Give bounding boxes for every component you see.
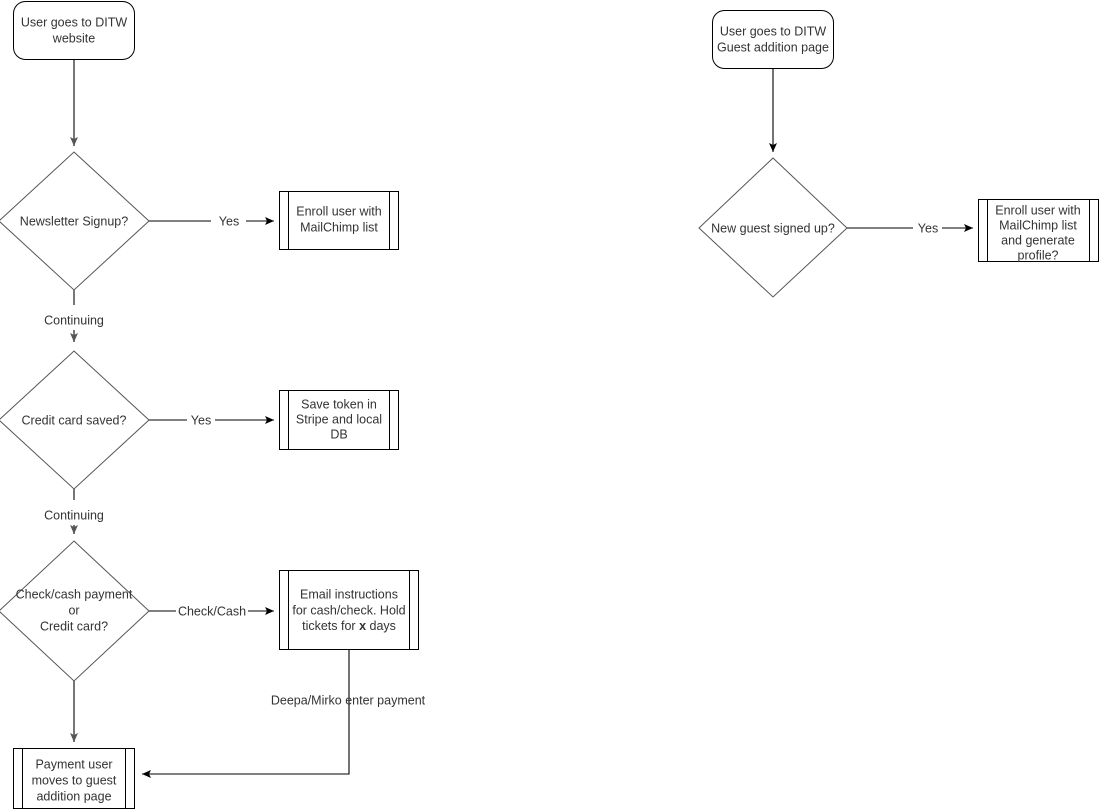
email-instructions-line2: for cash/check. Hold xyxy=(292,603,405,617)
start-guest-page-line1: User goes to DITW xyxy=(720,24,826,38)
node-payment-type-decision[interactable]: Check/cash payment or Credit card? xyxy=(0,540,150,682)
new-guest-decision-shape xyxy=(698,157,848,298)
payment-type-line2: or xyxy=(68,603,79,617)
enroll-profile-line1: Enroll user with xyxy=(995,203,1080,217)
payment-type-line3: Credit card? xyxy=(40,619,108,633)
start-website-line1: User goes to DITW xyxy=(21,15,127,29)
email-instructions-line3-prefix: tickets for xyxy=(302,619,359,633)
node-enroll-mailchimp-profile[interactable]: Enroll user with MailChimp list and gene… xyxy=(978,199,1099,263)
save-token-line3: DB xyxy=(330,427,347,441)
edge-label-credit-card-yes: Yes xyxy=(191,413,211,427)
node-save-token[interactable]: Save token in Stripe and local DB xyxy=(279,390,399,450)
email-instructions-line3-suffix: days xyxy=(366,619,396,633)
node-start-guest-page[interactable]: User goes to DITW Guest addition page xyxy=(712,10,834,69)
newsletter-decision-label: Newsletter Signup? xyxy=(20,214,128,228)
edge-label-credit-card-continuing: Continuing xyxy=(44,508,104,522)
enroll-mailchimp-shape xyxy=(279,191,399,250)
email-instructions-line3-bold: x xyxy=(359,619,366,633)
payment-type-line1: Check/cash payment xyxy=(16,587,133,601)
email-instructions-line3: tickets for x days xyxy=(302,619,396,633)
save-token-shape xyxy=(279,390,399,450)
start-guest-page-shape xyxy=(712,10,834,69)
start-website-shape xyxy=(13,1,135,60)
node-payment-user-moves[interactable]: Payment user moves to guest addition pag… xyxy=(13,748,135,809)
enroll-mailchimp-line1: Enroll user with xyxy=(296,204,381,218)
node-credit-card-decision[interactable]: Credit card saved? xyxy=(0,350,150,490)
node-enroll-mailchimp[interactable]: Enroll user with MailChimp list xyxy=(279,191,399,250)
edge-label-check-cash: Check/Cash xyxy=(178,604,246,618)
edge-deepa-mirko-path xyxy=(142,650,350,778)
payment-user-line1: Payment user xyxy=(35,757,112,771)
node-newsletter-decision[interactable]: Newsletter Signup? xyxy=(0,151,150,291)
credit-card-decision-label: Credit card saved? xyxy=(22,413,127,427)
edge-label-new-guest-yes: Yes xyxy=(918,221,938,235)
new-guest-decision-label: New guest signed up? xyxy=(711,221,835,235)
enroll-profile-line3: and generate xyxy=(1001,233,1075,247)
payment-user-line2: moves to guest xyxy=(32,773,117,787)
enroll-mailchimp-line2: MailChimp list xyxy=(300,220,378,234)
node-email-instructions[interactable]: Email instructions for cash/check. Hold … xyxy=(279,570,419,650)
start-guest-page-line2: Guest addition page xyxy=(717,40,829,54)
save-token-line1: Save token in xyxy=(301,397,377,411)
payment-user-line3: addition page xyxy=(36,789,111,803)
edge-label-newsletter-continuing: Continuing xyxy=(44,313,104,327)
start-website-line2: website xyxy=(52,31,95,45)
save-token-line2: Stripe and local xyxy=(296,412,382,426)
email-instructions-line1: Email instructions xyxy=(300,587,398,601)
enroll-profile-line2: MailChimp list xyxy=(999,218,1077,232)
enroll-profile-line4: profile? xyxy=(1018,248,1059,262)
node-new-guest-decision[interactable]: New guest signed up? xyxy=(698,157,848,298)
email-instructions-shape xyxy=(279,570,419,650)
payment-user-shape xyxy=(13,748,135,809)
enroll-profile-shape xyxy=(978,199,1099,262)
edge-label-deepa-mirko: Deepa/Mirko enter payment xyxy=(271,693,426,707)
edge-label-newsletter-yes: Yes xyxy=(219,214,239,228)
node-start-website[interactable]: User goes to DITW website xyxy=(13,1,135,60)
